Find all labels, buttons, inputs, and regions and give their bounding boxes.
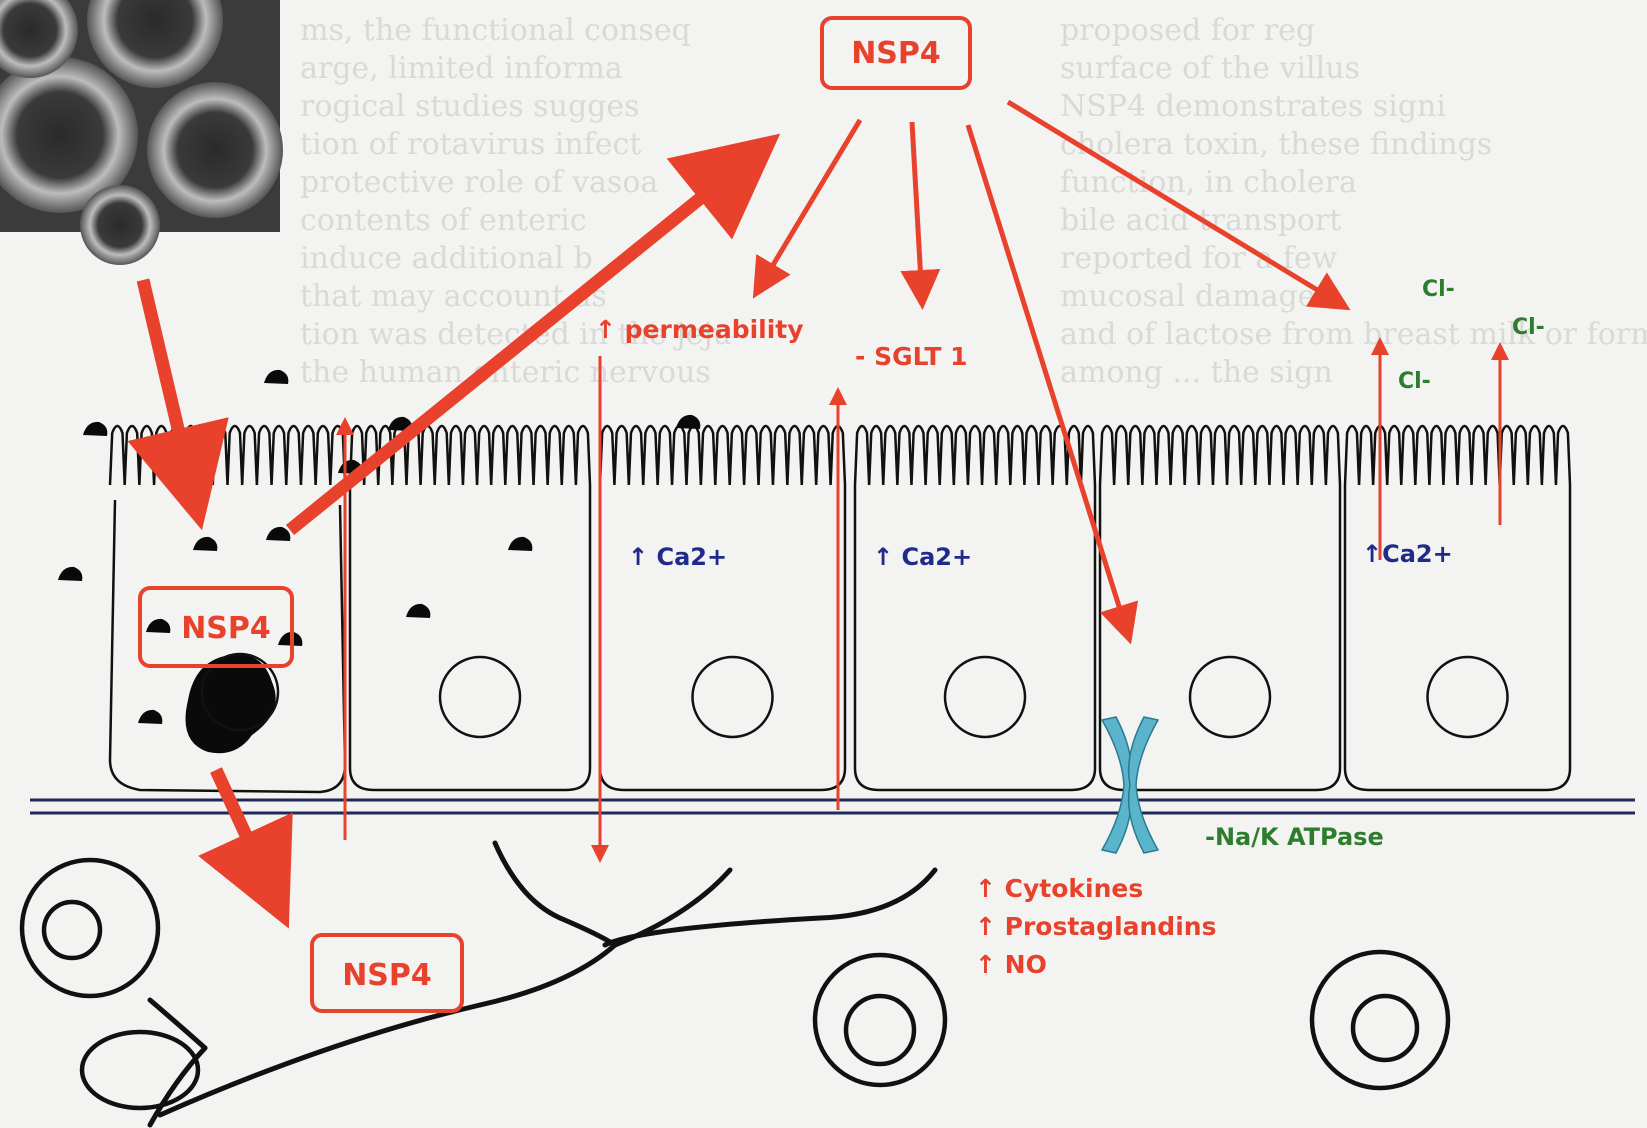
background-text-line: ms, the functional conseq bbox=[300, 13, 691, 48]
virus-particles bbox=[58, 369, 701, 724]
cell-nucleus bbox=[691, 655, 774, 739]
nsp4-top-box: NSP4 bbox=[820, 16, 972, 90]
cell-nucleus bbox=[1188, 655, 1272, 739]
chloride-label-3: Cl- bbox=[1398, 369, 1431, 394]
nsp4-bottom-label: NSP4 bbox=[342, 958, 432, 993]
virus-particle bbox=[264, 369, 289, 384]
background-text-line: NSP4 demonstrates signi bbox=[1060, 89, 1446, 124]
permeability-label: ↑ permeability bbox=[595, 315, 804, 344]
nsp4-action-arrows bbox=[752, 99, 1351, 645]
background-text-line: proposed for reg bbox=[1060, 13, 1315, 48]
sglt1-label: - SGLT 1 bbox=[855, 342, 968, 371]
virus-particle bbox=[193, 536, 218, 551]
nsp4-top-label: NSP4 bbox=[851, 36, 941, 71]
basement-membrane bbox=[30, 798, 1635, 815]
virus-particle bbox=[138, 709, 163, 724]
nsp4-cell-box: NSP4 bbox=[138, 586, 294, 668]
epithelial-cell bbox=[1343, 424, 1572, 792]
cell-nucleus bbox=[1426, 655, 1509, 739]
background-text-line: cholera toxin, these findings bbox=[1060, 127, 1492, 162]
nsp4-cell-label: NSP4 bbox=[181, 611, 271, 646]
background-text-line: among ... the sign bbox=[1060, 355, 1333, 390]
calcium-label-3: ↑Ca2+ bbox=[1362, 540, 1453, 568]
virus-particle bbox=[676, 414, 701, 429]
background-text-line: reported for a few bbox=[1060, 241, 1338, 276]
background-text-line: surface of the villus bbox=[1060, 51, 1360, 86]
na-k-atpase-label: -Na/K ATPase bbox=[1205, 823, 1384, 851]
chloride-label-1: Cl- bbox=[1422, 277, 1455, 302]
prostaglandins-label: ↑ Prostaglandins bbox=[975, 912, 1216, 941]
background-text-line: mucosal damage bbox=[1060, 279, 1315, 314]
background-text-line: rogical studies sugges bbox=[300, 89, 640, 124]
major-red-arrows bbox=[127, 133, 781, 929]
submucosa-immune-cells bbox=[19, 857, 1451, 1111]
na-k-atpase-channel-icon bbox=[1100, 716, 1160, 854]
flux-arrows bbox=[336, 337, 1509, 863]
virus-particle bbox=[508, 536, 533, 551]
background-text-line: contents of enteric bbox=[300, 203, 587, 238]
epithelial-cell bbox=[348, 424, 592, 792]
epithelial-cell bbox=[1098, 424, 1342, 792]
background-text-line: tion of rotavirus infect bbox=[300, 127, 641, 162]
background-text-line: function, in cholera bbox=[1060, 165, 1357, 200]
background-text-line: and of lactose from breast milk or formu… bbox=[1060, 317, 1647, 352]
epithelial-cell bbox=[598, 424, 847, 792]
virus-particle bbox=[266, 526, 291, 541]
background-text-line: induce additional b bbox=[300, 241, 593, 276]
epithelial-cell bbox=[853, 424, 1097, 792]
nsp4-bottom-box: NSP4 bbox=[310, 933, 464, 1013]
virus-particle bbox=[388, 416, 413, 431]
background-text-line: protective role of vasoa bbox=[300, 165, 658, 200]
calcium-label-1: ↑ Ca2+ bbox=[628, 543, 727, 571]
calcium-labels: ↑ Ca2+ ↑ Ca2+ ↑Ca2+ bbox=[628, 540, 1453, 571]
epithelial-cells bbox=[108, 424, 1572, 792]
mediator-labels: ↑ Cytokines ↑ Prostaglandins ↑ NO bbox=[975, 874, 1216, 979]
cell-nucleus bbox=[943, 655, 1027, 739]
cell-nucleus bbox=[438, 655, 522, 739]
epithelial-cell bbox=[108, 424, 347, 486]
background-text-line: arge, limited informa bbox=[300, 51, 623, 86]
virus-particle bbox=[146, 618, 171, 633]
calcium-label-2: ↑ Ca2+ bbox=[873, 543, 972, 571]
nitric-oxide-label: ↑ NO bbox=[975, 950, 1047, 979]
virus-particle bbox=[58, 566, 83, 581]
cytokines-label: ↑ Cytokines bbox=[975, 874, 1143, 903]
infected-cell-contents bbox=[108, 499, 347, 794]
virus-particle bbox=[83, 421, 108, 436]
electron-micrograph-inset bbox=[0, 0, 283, 265]
chloride-label-2: Cl- bbox=[1512, 315, 1545, 340]
chloride-labels: Cl- Cl- Cl- bbox=[1398, 277, 1545, 394]
virus-particle bbox=[406, 603, 431, 618]
